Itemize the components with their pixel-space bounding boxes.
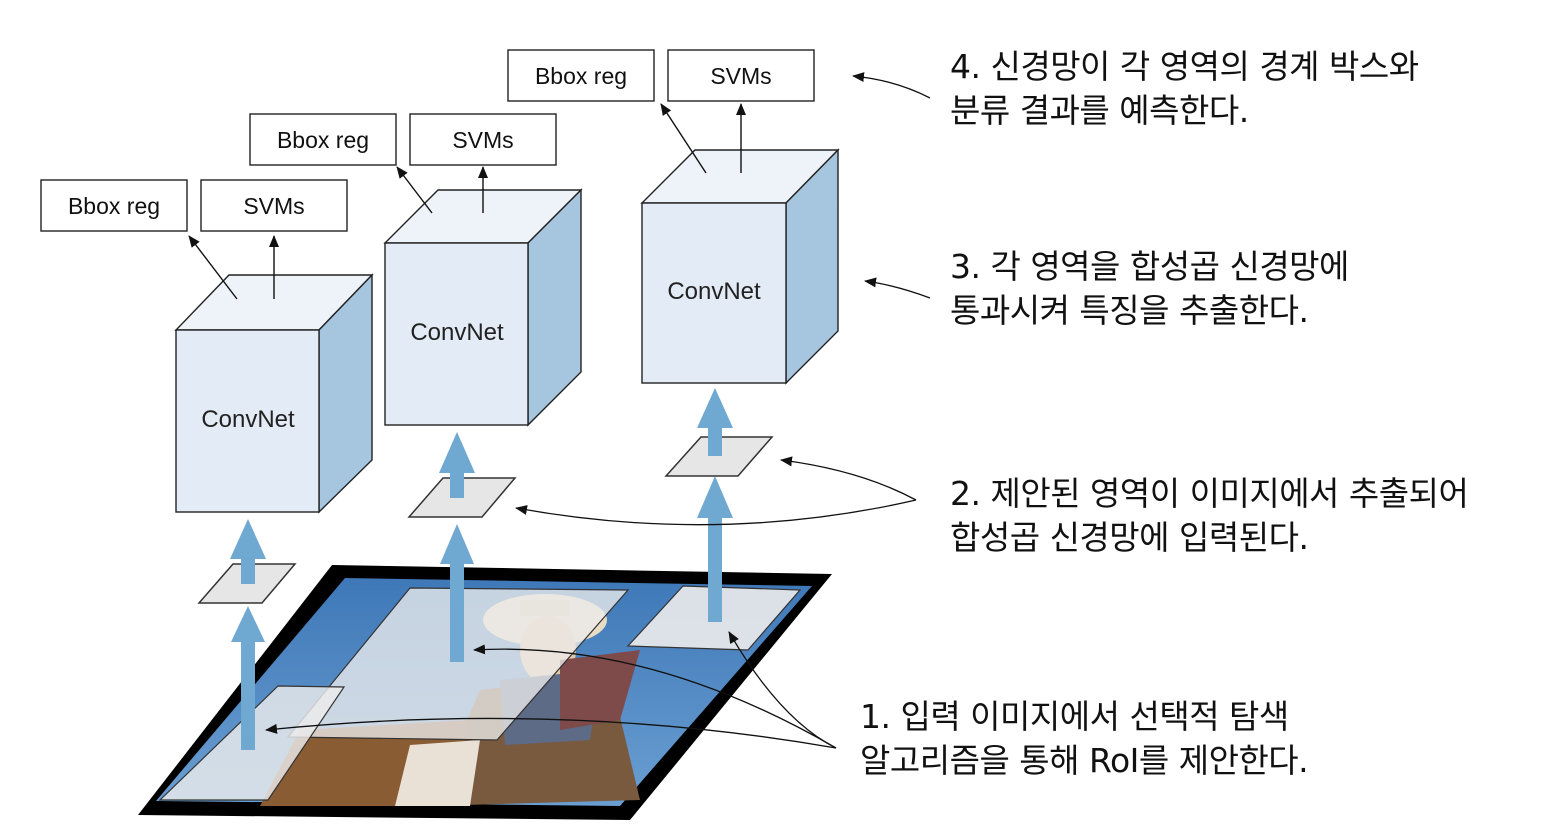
bbox-reg-box-3 [507,49,655,102]
caption-step4-line2: 분류 결과를 예측한다. [950,91,1249,130]
callout-arrows [265,72,931,749]
convnet-cube-2: ConvNet [383,188,583,427]
flow-arrows [230,388,733,750]
caption-step1: 1. 입력 이미지에서 선택적 탐색 알고리즘을 통해 RoI를 제안한다. [860,695,1309,783]
caption-step4-line1: 4. 신경망이 각 영역의 경계 박스와 [950,47,1419,86]
caption-step3: 3. 각 영역을 합성곱 신경망에 통과시켜 특징을 추출한다. [950,245,1349,333]
output-boxes-3: Bbox reg SVMs [507,49,815,102]
caption-step1-line1: 1. 입력 이미지에서 선택적 탐색 [860,697,1289,736]
bbox-reg-box-1 [40,179,188,232]
caption-step2-line1: 2. 제안된 영역이 이미지에서 추출되어 [950,474,1469,513]
convnet-cube-1: ConvNet [174,273,374,514]
svms-box-1 [200,179,348,232]
convnet-label-1: ConvNet [201,406,295,433]
caption-step2: 2. 제안된 영역이 이미지에서 추출되어 합성곱 신경망에 입력된다. [950,472,1469,560]
caption-step3-line1: 3. 각 영역을 합성곱 신경망에 [950,247,1349,286]
bbox-reg-label-3: Bbox reg [535,63,627,89]
svms-label-3: SVMs [710,63,771,89]
svms-label-1: SVMs [243,193,304,219]
bbox-reg-box-2 [249,113,397,166]
caption-step2-line2: 합성곱 신경망에 입력된다. [950,518,1309,557]
caption-step1-line2: 알고리즘을 통해 RoI를 제안한다. [860,741,1309,780]
caption-step4: 4. 신경망이 각 영역의 경계 박스와 분류 결과를 예측한다. [950,45,1419,133]
convnet-label-3: ConvNet [667,278,761,305]
svms-box-3 [667,49,815,102]
convnet-cube-3: ConvNet [640,148,840,385]
warped-patch-3 [664,436,774,477]
output-boxes-1: Bbox reg SVMs [40,179,348,232]
output-boxes-2: Bbox reg SVMs [249,113,557,166]
convnet-label-2: ConvNet [410,319,504,346]
caption-step3-line2: 통과시켜 특징을 추출한다. [950,291,1309,330]
bbox-reg-label-2: Bbox reg [277,127,369,153]
bbox-reg-label-1: Bbox reg [68,193,160,219]
svms-box-2 [409,113,557,166]
input-image [138,565,832,820]
svms-label-2: SVMs [452,127,513,153]
output-arrows [188,103,746,300]
